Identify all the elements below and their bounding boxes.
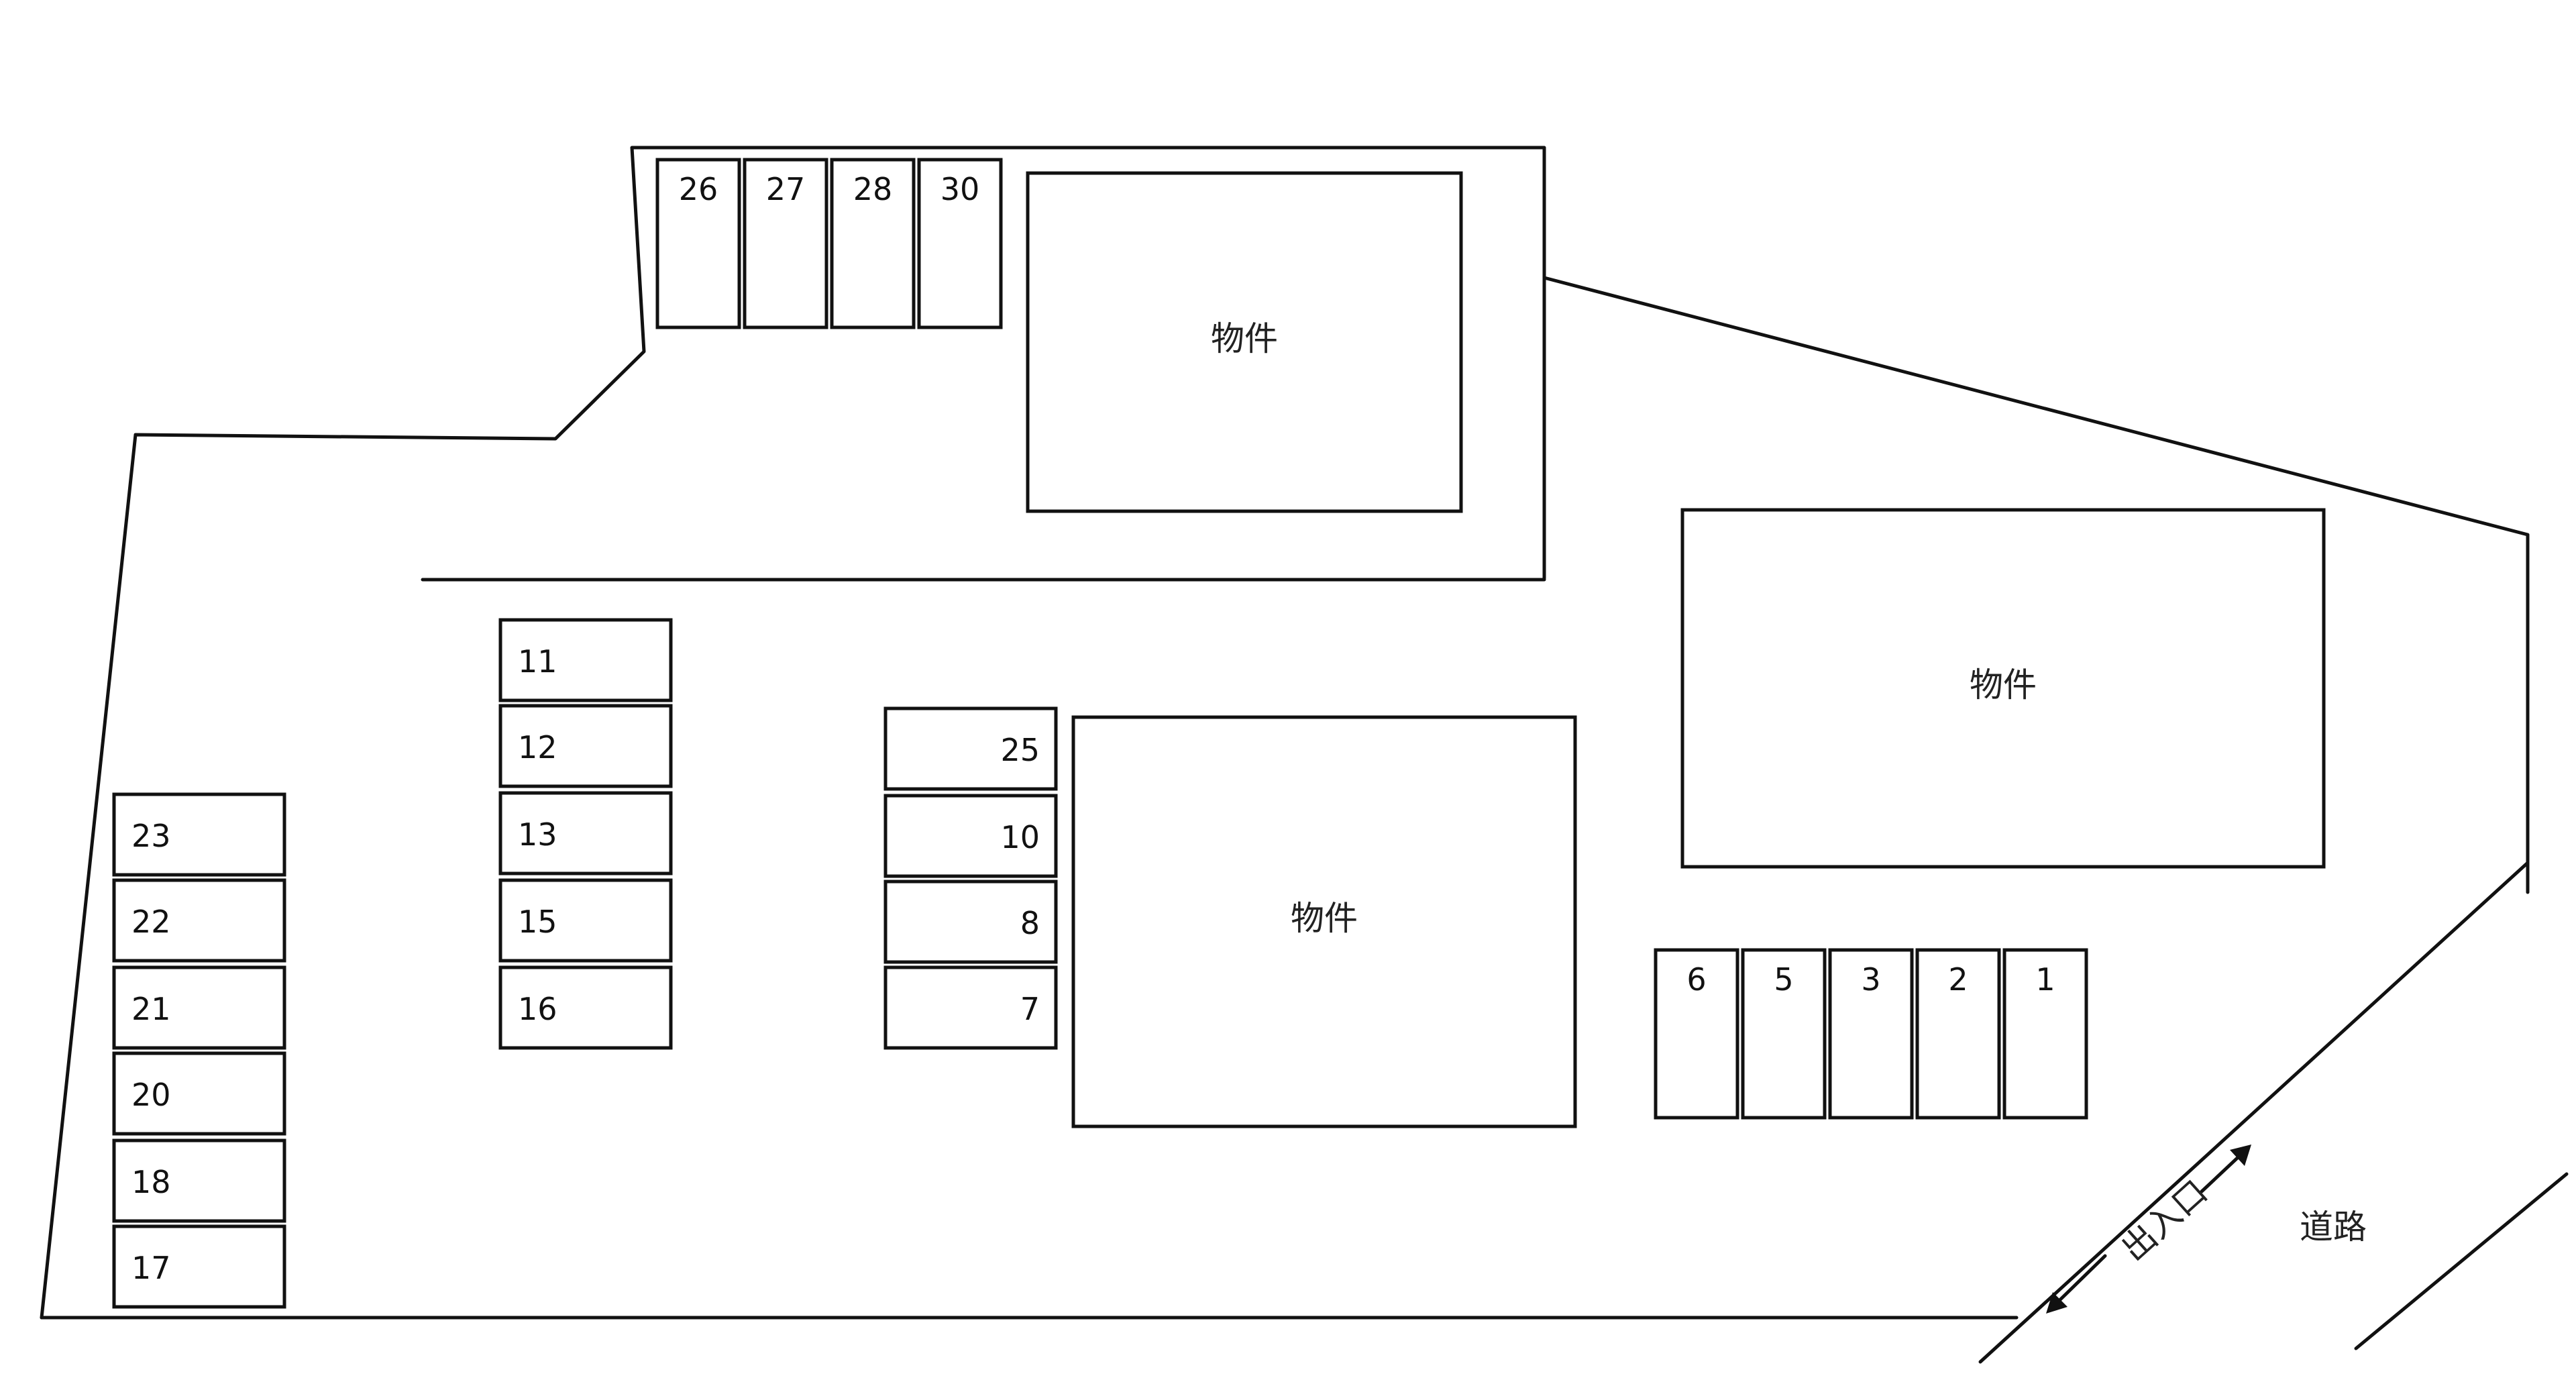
spot-label-30: 30 [941, 171, 980, 207]
parking-spot-22[interactable]: 22 [112, 878, 286, 963]
spot-label-13: 13 [518, 816, 557, 853]
spot-label-5: 5 [1774, 961, 1793, 998]
lot-boundary [40, 146, 2530, 1320]
spot-label-6: 6 [1686, 961, 1706, 998]
spot-label-27: 27 [766, 171, 806, 207]
parking-group-middle-left: 11 12 13 15 16 [498, 618, 673, 1050]
parking-group-left: 23 22 21 20 18 17 [112, 792, 286, 1309]
building-center-label: 物件 [1291, 899, 1358, 938]
spot-label-16: 16 [518, 991, 557, 1027]
spot-label-12: 12 [518, 729, 557, 765]
spot-label-21: 21 [131, 991, 171, 1027]
parking-spot-6[interactable]: 6 [1654, 948, 1739, 1120]
entrance-arrow-down-left-line [2049, 1254, 2107, 1310]
parking-spot-15[interactable]: 15 [498, 878, 673, 963]
spot-label-15: 15 [518, 904, 557, 940]
parking-spot-1[interactable]: 1 [2002, 948, 2088, 1120]
parking-spot-27[interactable]: 27 [743, 158, 828, 329]
parking-spot-21[interactable]: 21 [112, 965, 286, 1050]
spot-label-18: 18 [131, 1164, 171, 1200]
parking-spot-10[interactable]: 10 [883, 794, 1058, 878]
parking-spot-12[interactable]: 12 [498, 704, 673, 788]
road-label: 道路 [2300, 1208, 2367, 1246]
parking-spot-25[interactable]: 25 [883, 706, 1058, 791]
parking-spot-2[interactable]: 2 [1915, 948, 2001, 1120]
spot-label-22: 22 [131, 904, 171, 940]
spot-label-2: 2 [1948, 961, 1968, 998]
parking-spot-26[interactable]: 26 [655, 158, 741, 329]
parking-spot-18[interactable]: 18 [112, 1138, 286, 1223]
parking-spot-23[interactable]: 23 [112, 792, 286, 877]
entrance: 出入口 [2046, 1145, 2251, 1314]
parking-spot-3[interactable]: 3 [1828, 948, 1914, 1120]
parking-spot-11[interactable]: 11 [498, 618, 673, 702]
spot-label-11: 11 [518, 643, 557, 680]
building-right-label: 物件 [1970, 666, 2037, 704]
parking-group-bottom-right: 6 5 3 2 1 [1654, 948, 2088, 1120]
parking-spot-5[interactable]: 5 [1741, 948, 1827, 1120]
spot-label-1: 1 [2035, 961, 2055, 998]
parking-spot-8[interactable]: 8 [883, 880, 1058, 964]
right-boundary-line [1542, 276, 2530, 894]
parking-spot-13[interactable]: 13 [498, 791, 673, 875]
spot-label-3: 3 [1861, 961, 1880, 998]
spot-label-8: 8 [1020, 905, 1040, 941]
spot-label-25: 25 [1000, 732, 1040, 768]
building-top: 物件 [1026, 171, 1463, 513]
spot-label-23: 23 [131, 818, 171, 854]
road-edge-left [1978, 861, 2530, 1364]
parking-group-middle-right: 25 10 8 7 [883, 706, 1058, 1050]
spot-label-7: 7 [1020, 991, 1040, 1027]
parking-spot-30[interactable]: 30 [917, 158, 1003, 329]
entrance-arrow-down-left-head [2046, 1292, 2068, 1314]
road-edge-right [2354, 1172, 2569, 1350]
entrance-label: 出入口 [2114, 1173, 2214, 1269]
spot-label-26: 26 [679, 171, 718, 207]
entrance-arrow-up-right-head [2230, 1145, 2251, 1166]
building-center: 物件 [1071, 715, 1577, 1128]
spot-label-20: 20 [131, 1077, 171, 1113]
spot-label-17: 17 [131, 1250, 171, 1286]
parking-spot-20[interactable]: 20 [112, 1051, 286, 1136]
parking-spot-16[interactable]: 16 [498, 965, 673, 1050]
spot-label-10: 10 [1000, 819, 1040, 855]
lot-outer-boundary [40, 146, 1546, 1320]
road: 道路 [1978, 861, 2569, 1364]
building-top-label: 物件 [1211, 319, 1278, 358]
parking-spot-28[interactable]: 28 [830, 158, 916, 329]
spot-label-28: 28 [853, 171, 893, 207]
parking-spot-7[interactable]: 7 [883, 965, 1058, 1050]
parking-group-top: 26 27 28 30 [655, 158, 1003, 329]
parking-spot-17[interactable]: 17 [112, 1224, 286, 1309]
building-right: 物件 [1680, 508, 2326, 869]
